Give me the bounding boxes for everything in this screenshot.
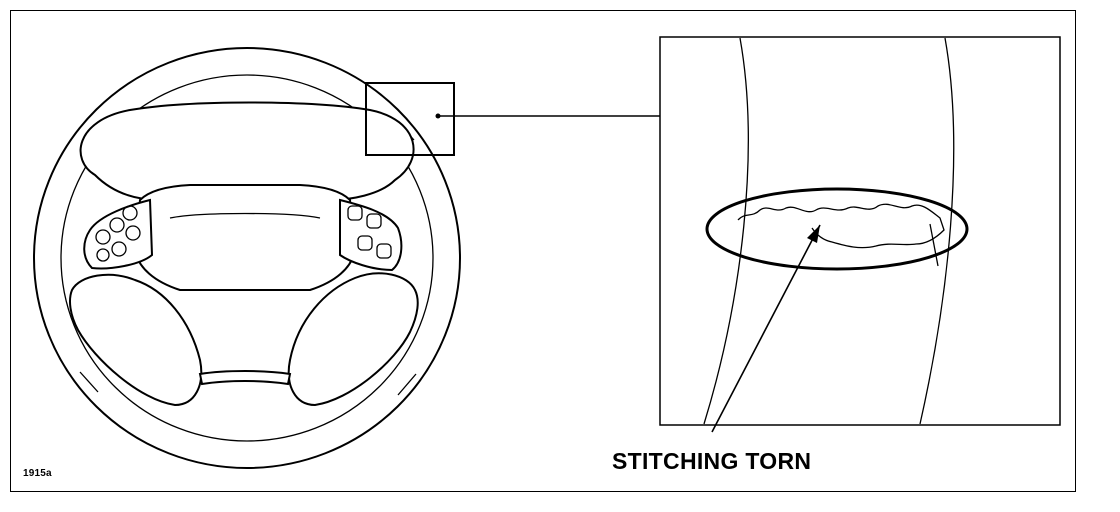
airbag-seam (169, 212, 321, 219)
left-mode-button (125, 225, 141, 241)
right-control-pod (339, 198, 403, 272)
right-button-2 (366, 213, 382, 229)
rim-edge-left (703, 37, 749, 425)
callout-arrow (711, 224, 821, 433)
rim-edge-right (919, 37, 955, 425)
torn-stitching (737, 203, 945, 249)
closeup-frame (659, 36, 1061, 426)
right-button-4 (376, 243, 392, 259)
figure-frame (10, 10, 1076, 492)
left-control-pod (83, 198, 154, 270)
left-minus-button (95, 229, 111, 245)
steering-wheel (33, 47, 461, 469)
airbag-pad (133, 184, 357, 291)
wheel-rim-inner (60, 74, 434, 442)
wheel-rim-outer (33, 47, 461, 469)
lower-right-spoke (287, 272, 419, 407)
left-mute-button (111, 241, 127, 257)
detail-leader-dot (435, 113, 441, 119)
left-vol-down-button (96, 248, 110, 262)
lower-hub-bar (198, 370, 292, 386)
callout-label-stitching-torn: STITCHING TORN (612, 448, 812, 474)
figure-id-label: 1915a (23, 468, 52, 479)
left-plus-button (109, 217, 125, 233)
rim-segment-mark-lr (397, 373, 417, 396)
rim-closeup-panel (659, 36, 1061, 426)
detail-region-box (365, 82, 455, 156)
rim-segment-mark-ll (79, 371, 99, 393)
torn-flap-edge (929, 223, 939, 267)
left-up-button (122, 205, 138, 221)
lower-left-spoke (69, 273, 203, 407)
damage-highlight-ellipse (705, 187, 969, 271)
right-button-1 (347, 205, 363, 221)
right-button-3 (357, 235, 373, 251)
